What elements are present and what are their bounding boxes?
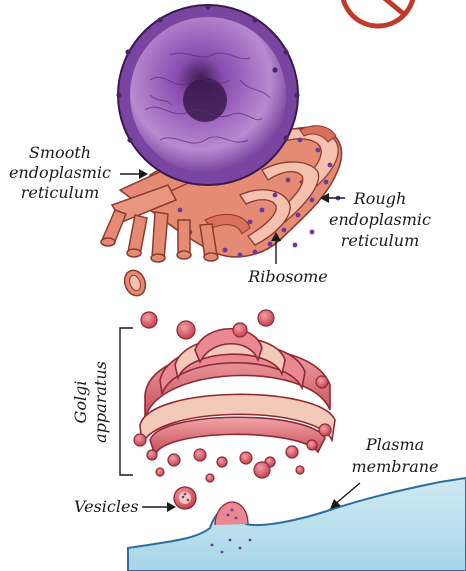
label-rough-er-line2: endoplasmic bbox=[329, 210, 431, 229]
label-plasma-membrane: Plasma membrane bbox=[351, 435, 438, 476]
label-golgi: Golgi apparatus bbox=[71, 361, 110, 443]
label-smooth-er-line1: Smooth bbox=[29, 143, 91, 162]
label-rough-er-line1: Rough bbox=[353, 189, 407, 208]
secretory-vesicle bbox=[174, 487, 196, 509]
label-smooth-er-line2: endoplasmic bbox=[9, 163, 111, 182]
golgi-apparatus bbox=[120, 310, 335, 482]
label-golgi-line2: apparatus bbox=[91, 361, 110, 443]
label-smooth-er: Smooth endoplasmic reticulum bbox=[9, 143, 111, 202]
label-golgi-line1: Golgi bbox=[71, 381, 90, 424]
label-vesicles: Vesicles bbox=[74, 497, 139, 516]
label-ribosome: Ribosome bbox=[247, 267, 328, 286]
label-smooth-er-line3: reticulum bbox=[21, 183, 100, 202]
no-sign-icon bbox=[342, 0, 414, 26]
label-plasma-membrane-line2: membrane bbox=[351, 457, 438, 476]
label-plasma-membrane-line1: Plasma bbox=[365, 435, 424, 454]
label-rough-er-line3: reticulum bbox=[341, 231, 420, 250]
nucleus bbox=[116, 4, 299, 185]
